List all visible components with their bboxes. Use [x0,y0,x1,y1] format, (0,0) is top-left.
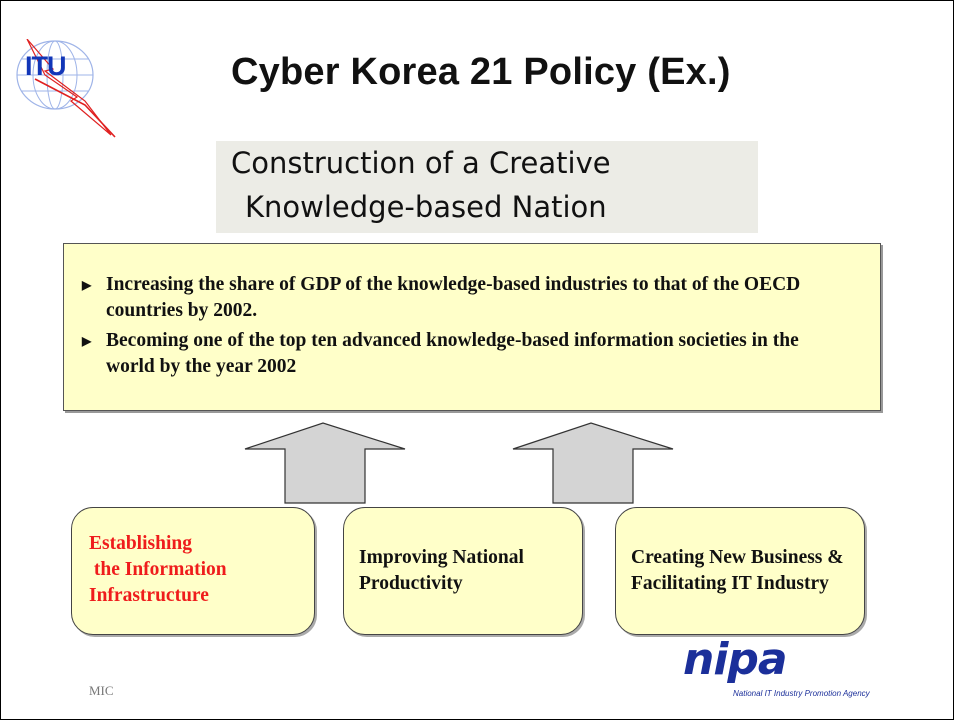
pillar-label: Establishing the Information Infrastruct… [89,533,227,606]
goals-box: ▶ Increasing the share of GDP of the kno… [63,243,881,411]
pillar-card-infrastructure [71,507,315,635]
pillar-card-it-industry [615,507,865,635]
pillar-card-productivity [343,507,583,635]
up-arrow-icon [244,422,406,504]
itu-logo-text: ITU [25,51,66,81]
goal-text: Increasing the share of GDP of the knowl… [106,274,801,321]
pillar-label: Improving National Productivity [359,547,524,594]
pillar-label: Creating New Business & Facilitating IT … [631,547,844,594]
subtitle-line-1: Construction of a Creative [231,146,611,180]
goal-item: ▶ Increasing the share of GDP of the kno… [82,272,852,324]
triangle-bullet-icon: ▶ [82,278,92,292]
subtitle-line-2: Knowledge-based Nation [245,190,607,224]
nipa-logo: nipa [683,634,788,685]
goal-text: Becoming one of the top ten advanced kno… [106,330,799,377]
up-arrow-icon [512,422,674,504]
itu-logo-icon [16,39,116,138]
footer-text: MIC [89,683,114,698]
subtitle-box [216,141,758,233]
nipa-tagline: National IT Industry Promotion Agency [733,689,870,698]
triangle-bullet-icon: ▶ [82,334,92,348]
subtitle: Construction of a Creative Knowledge-bas… [231,141,751,229]
slide-title: Cyber Korea 21 Policy (Ex.) [231,51,731,93]
goal-item: ▶ Becoming one of the top ten advanced k… [82,328,852,380]
